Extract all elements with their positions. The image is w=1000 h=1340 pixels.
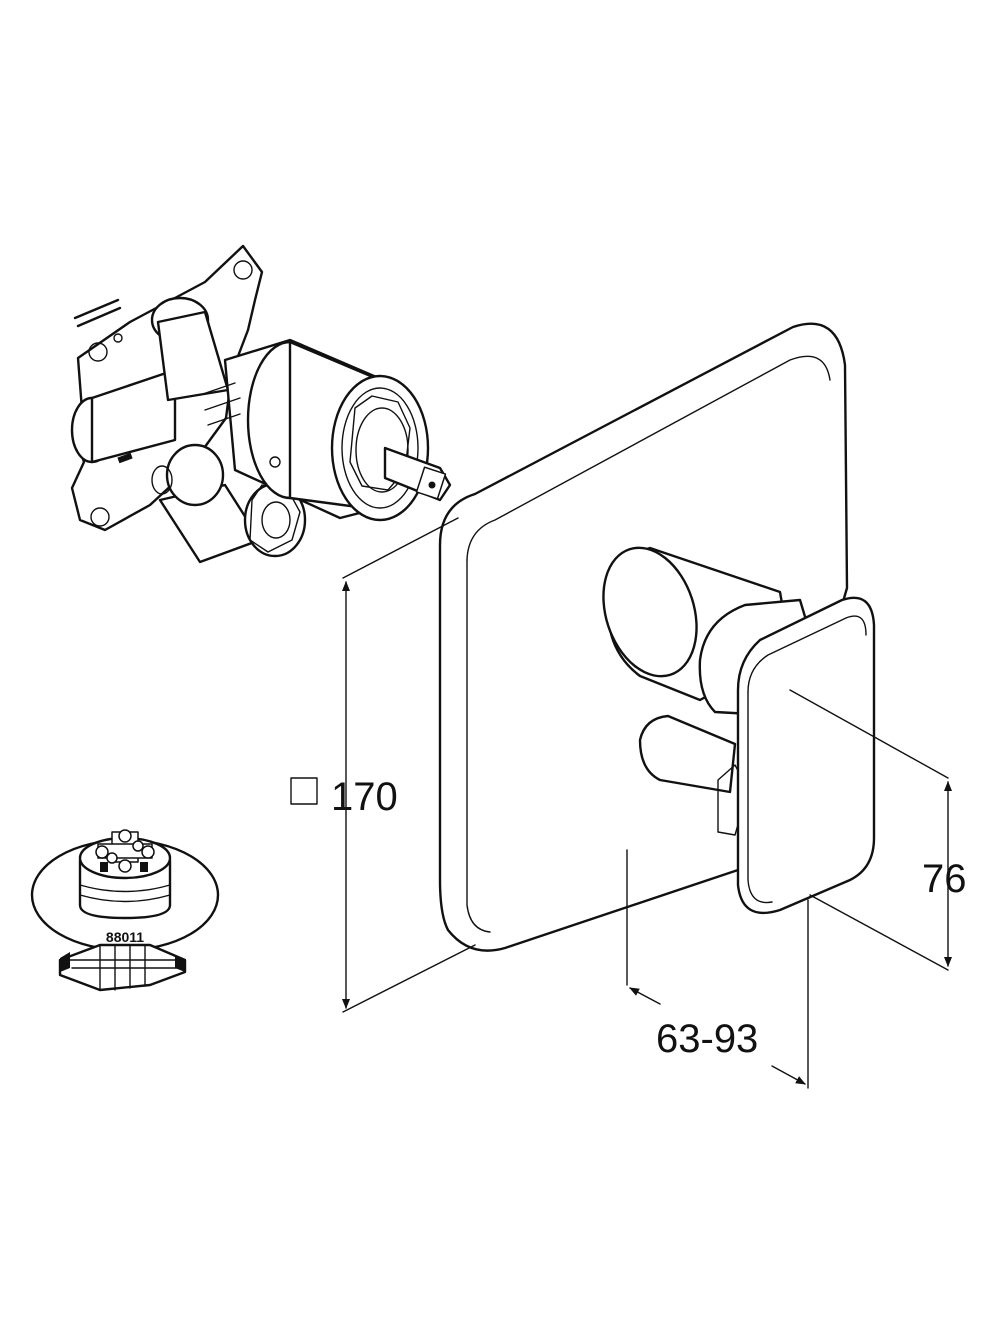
square-symbol-icon (290, 777, 318, 805)
dimension-arrow-right (771, 1065, 806, 1085)
bracket-hole (233, 260, 253, 280)
pipe-left (90, 368, 177, 464)
cartridge-88011: 88011 (30, 829, 220, 992)
dimension-label-63-93: 63-93 (656, 1017, 758, 1061)
lever-handle[interactable] (736, 596, 876, 915)
dimension-square: 170 (290, 517, 476, 1013)
dimension-label-76: 76 (922, 857, 967, 901)
dimension-handle-height: 76 (789, 689, 967, 971)
bracket-hole (90, 507, 110, 527)
trim-assembly (438, 322, 876, 952)
part-number-label: 88011 (106, 929, 144, 945)
rough-in-valve-body (70, 244, 452, 564)
dimension-arrow-left (629, 987, 661, 1005)
lever-handle-edge (747, 615, 867, 693)
bracket-rivet (113, 333, 123, 343)
dimension-label-170: 170 (331, 775, 398, 819)
cover-plate-edge (466, 355, 831, 561)
extension-line-handle-top (789, 689, 949, 779)
extension-line-handle-bottom (809, 894, 949, 971)
extension-line-top (342, 517, 459, 579)
valve-knuckle (165, 443, 225, 507)
dimension-projection: 63-93 (626, 849, 809, 1089)
bracket-hole (88, 342, 108, 362)
extension-line-bottom (342, 944, 476, 1013)
bracket-pin (73, 298, 120, 320)
diverter-face (602, 546, 698, 678)
